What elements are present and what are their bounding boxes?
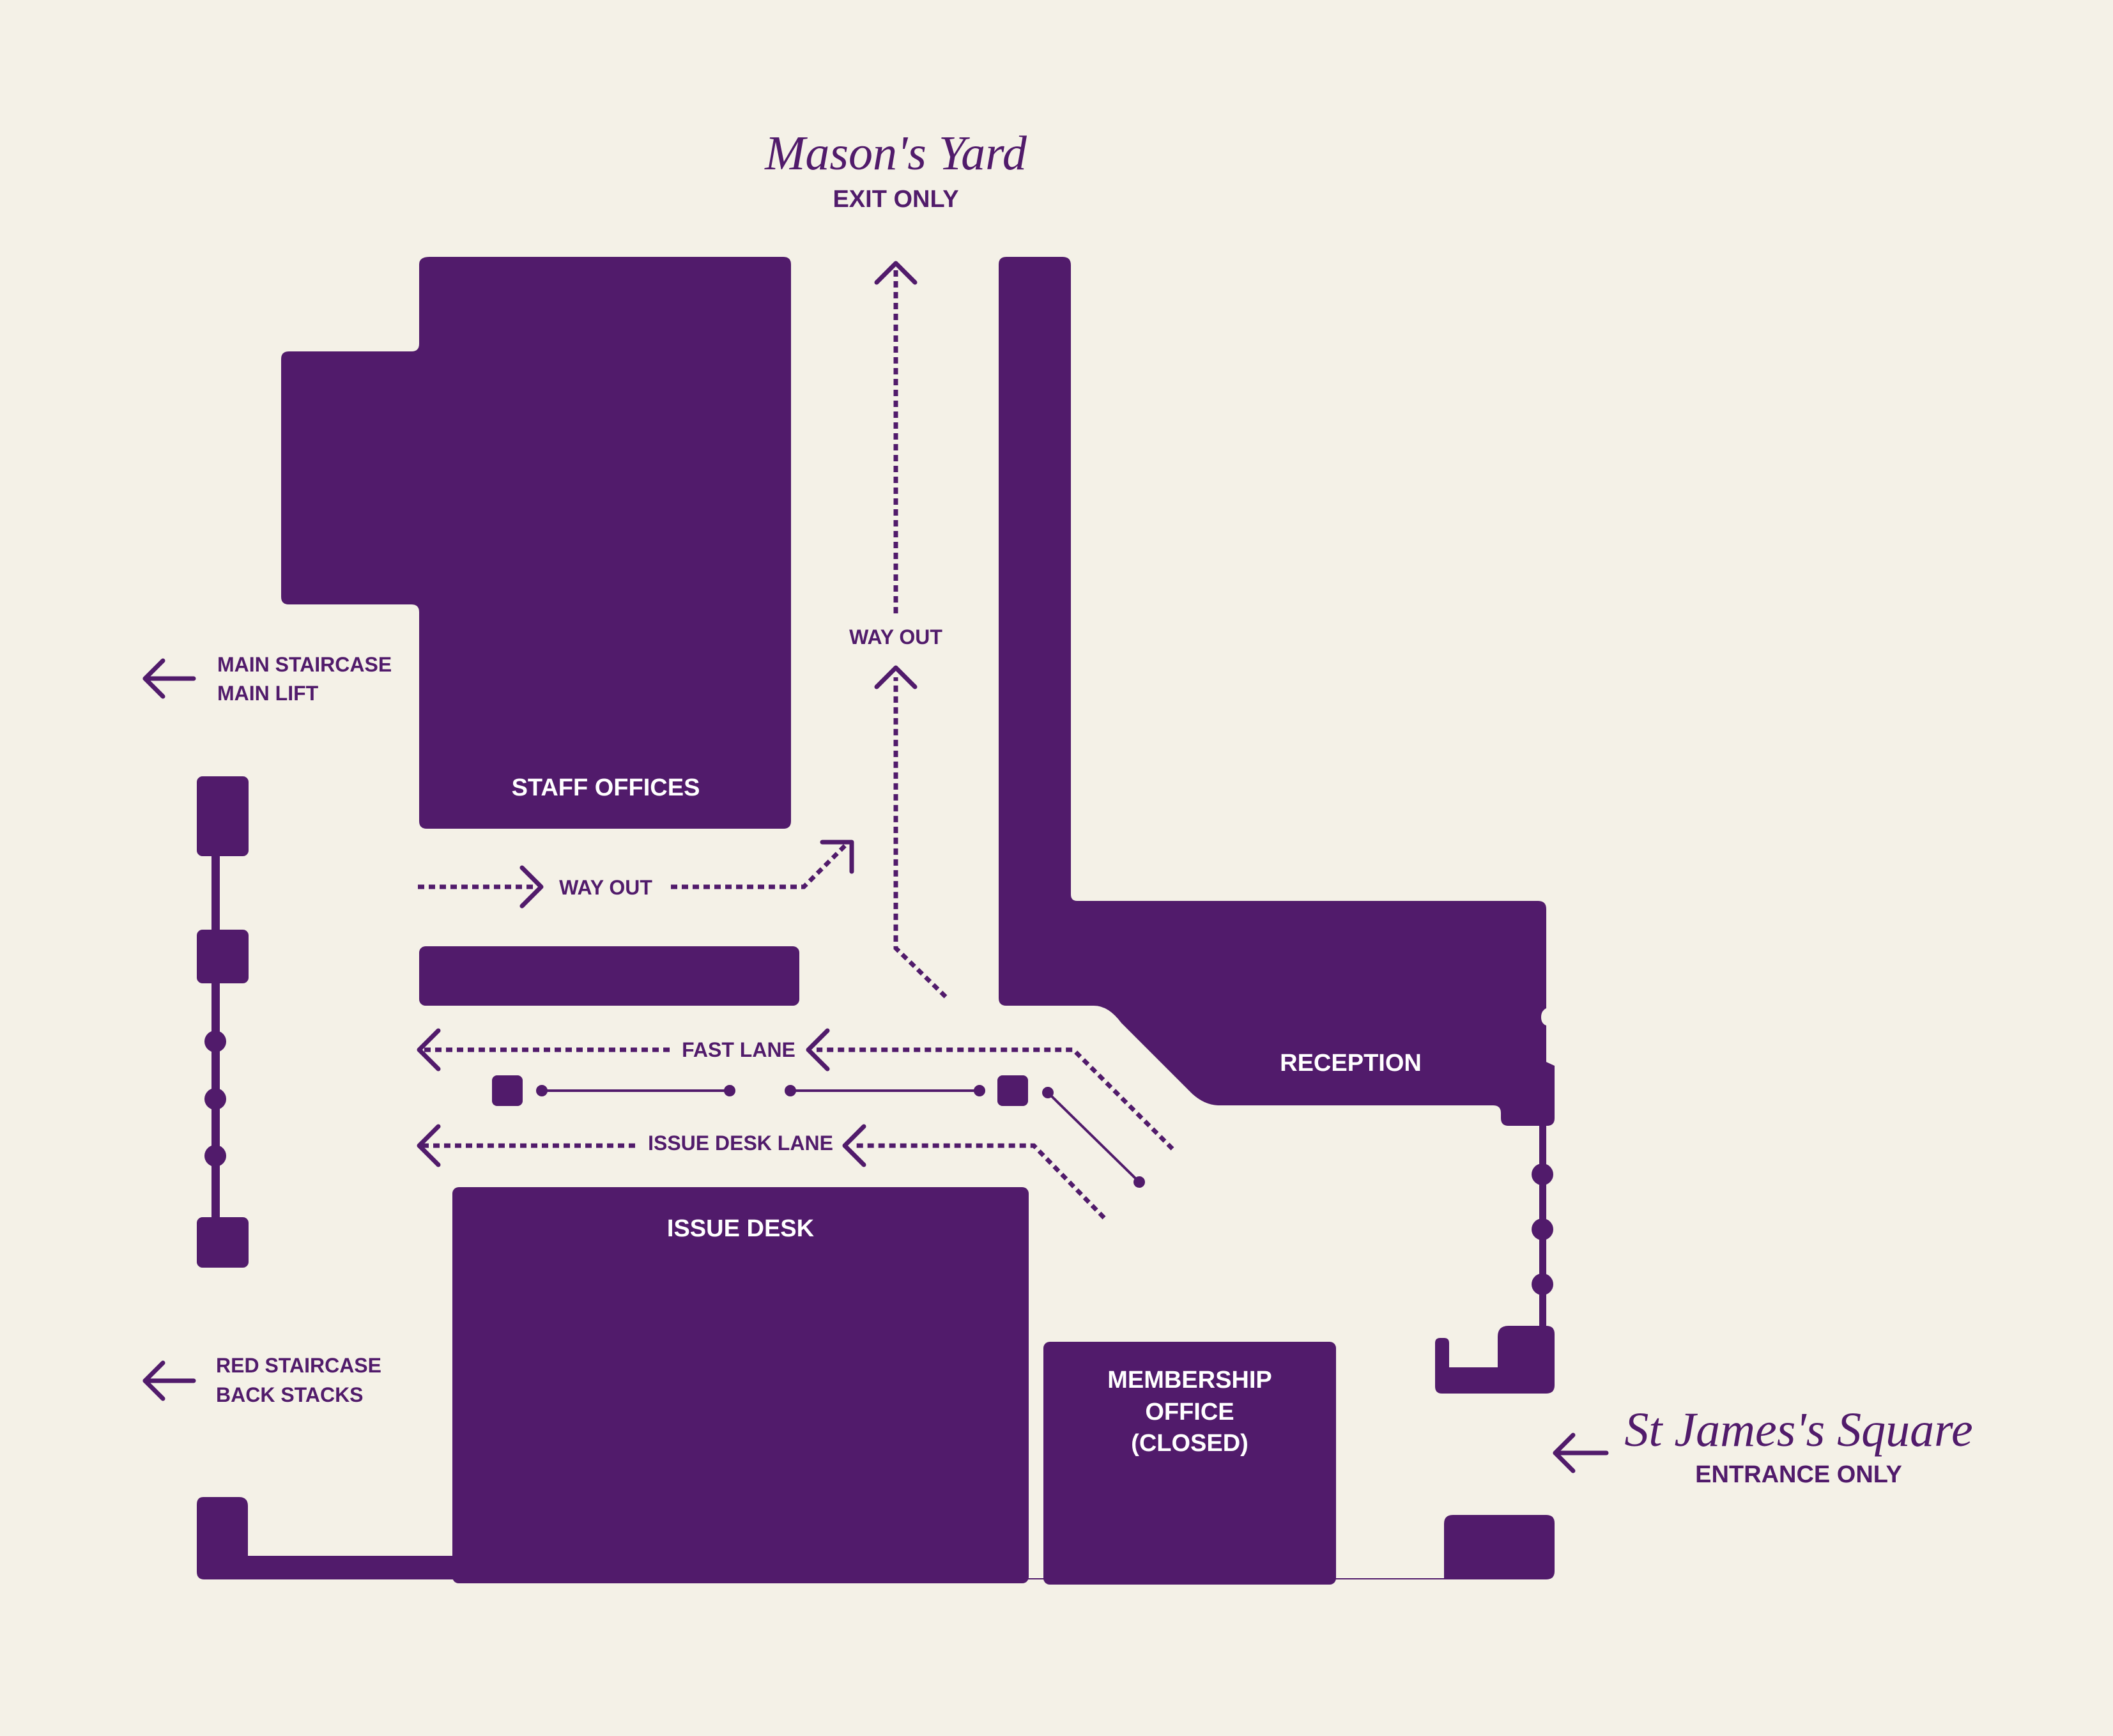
back-stacks-label: BACK STACKS [216,1383,364,1406]
entrance-corner-block [1435,1326,1555,1394]
arrow-left-icon [417,1124,441,1167]
reception-block [999,257,1555,1126]
reception-label: RECEPTION [1280,1050,1422,1077]
counter-bar-block [419,946,799,1006]
building-blocks [197,257,1555,1585]
issue-desk-route-right [853,1143,1106,1220]
membership-office-label-3: (CLOSED) [1131,1430,1249,1457]
arrow-left-icon [142,1360,196,1401]
membership-office-label-2: OFFICE [1145,1399,1234,1425]
queue-ropes [536,1085,1145,1188]
arrow-up-icon [874,261,918,285]
arrow-left-icon [417,1028,441,1072]
arrow-left-icon [1553,1433,1609,1473]
way-out-right-route [671,842,849,889]
way-out-lower-route [893,677,948,999]
queue-post-right [997,1075,1028,1106]
exit-title: Mason's Yard [764,127,1027,180]
staff-offices-label: STAFF OFFICES [512,774,700,801]
issue-desk-label: ISSUE DESK [667,1215,815,1242]
arrow-left-icon [806,1028,830,1072]
way-out-top-label: WAY OUT [849,626,942,649]
membership-office-label-1: MEMBERSHIP [1107,1367,1272,1394]
way-out-mid-label: WAY OUT [559,876,652,899]
issue-desk-block [452,1187,1029,1583]
main-lift-label: MAIN LIFT [217,682,319,705]
entrance-title: St James's Square [1624,1403,1972,1457]
staff-offices-block [281,257,791,829]
membership-office-block [1043,1342,1336,1585]
queue-post-left [492,1075,523,1106]
main-staircase-label: MAIN STAIRCASE [217,653,392,676]
fast-lane-route-right [817,1047,1174,1151]
red-staircase-label: RED STAIRCASE [216,1354,381,1377]
arrow-up-right-icon [820,840,854,874]
arrow-right-icon [519,865,544,909]
exit-subtitle: EXIT ONLY [833,186,958,213]
routes [418,267,1174,1220]
arrow-up-icon [874,665,918,689]
left-pillar-top [197,776,249,856]
entrance-subtitle: ENTRANCE ONLY [1695,1461,1902,1488]
left-pillar-bottom [197,1217,249,1268]
arrow-left-icon [842,1124,866,1167]
issue-desk-lane-label: ISSUE DESK LANE [648,1132,833,1155]
left-pillar-mid [197,930,249,983]
fast-lane-label: FAST LANE [682,1038,795,1061]
bottom-wall [197,1497,1555,1579]
arrow-left-icon [142,658,196,699]
